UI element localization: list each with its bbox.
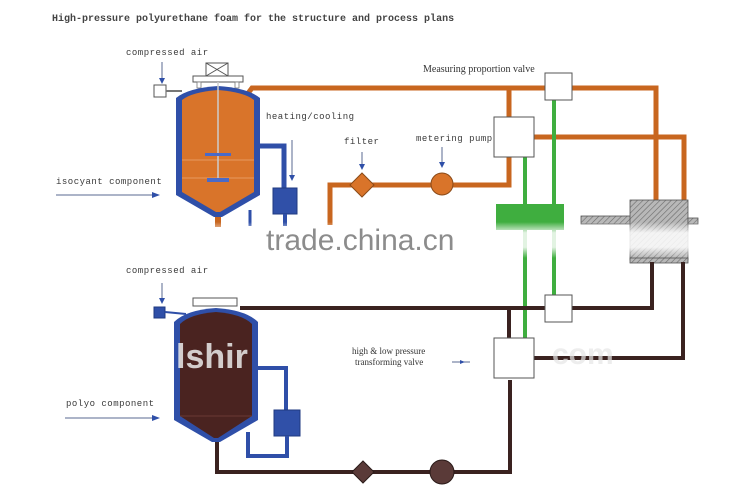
label-compressed-air-bottom: compressed air bbox=[126, 266, 209, 276]
watermark-trade-china: trade.china.cn bbox=[266, 224, 455, 257]
high-low-pressure-valve bbox=[493, 337, 535, 379]
iso-main-line bbox=[244, 85, 659, 230]
tank-lid bbox=[192, 75, 244, 83]
label-hl-valve-line2: transforming valve bbox=[355, 357, 424, 367]
compressed-air-inlet-top bbox=[153, 84, 167, 98]
watermark-band bbox=[200, 222, 710, 258]
agitator-blade-1 bbox=[205, 153, 231, 156]
tank-lid-lower bbox=[192, 297, 238, 307]
iso-tank-assembly bbox=[153, 62, 298, 227]
polyol-tank-body bbox=[180, 312, 252, 438]
polyol-heating-loop bbox=[258, 366, 288, 410]
iso-feed-line bbox=[327, 157, 512, 225]
agitator-blade-2 bbox=[207, 178, 229, 182]
watermark-secondary-left: lshir bbox=[176, 338, 248, 376]
polyol-filter bbox=[351, 460, 375, 484]
heating-cooling-loop bbox=[260, 143, 287, 188]
annotation-arrows bbox=[56, 62, 470, 421]
label-metering-pump: metering pump bbox=[416, 134, 493, 144]
isocyanate-pipes bbox=[244, 85, 687, 230]
polyol-return-line bbox=[534, 262, 685, 360]
watermark-secondary-right: com bbox=[552, 338, 614, 371]
label-compressed-air-top: compressed air bbox=[126, 48, 209, 58]
polyol-heating-unit bbox=[273, 409, 301, 437]
label-heating-cooling: heating/cooling bbox=[266, 112, 355, 122]
label-polyol-component: polyo component bbox=[66, 399, 155, 409]
label-hl-valve-line1: high & low pressure bbox=[352, 346, 426, 356]
compressed-air-inlet-bottom bbox=[153, 306, 166, 319]
label-isocyanate-component: isocyant component bbox=[56, 177, 163, 187]
heating-cooling-unit bbox=[272, 187, 298, 215]
polyol-proportion-valve bbox=[544, 294, 573, 323]
label-filter: filter bbox=[344, 137, 380, 147]
polyol-main-line bbox=[240, 262, 654, 310]
iso-filter bbox=[349, 172, 375, 198]
iso-metering-pump bbox=[430, 172, 454, 196]
iso-metering-block bbox=[493, 116, 535, 158]
measuring-proportion-valve bbox=[544, 72, 573, 101]
polyol-metering-pump bbox=[429, 459, 455, 485]
label-measuring-proportion-valve: Measuring proportion valve bbox=[423, 64, 535, 75]
polyol-tank-assembly bbox=[153, 297, 301, 458]
iso-return-line bbox=[533, 134, 687, 230]
polyol-feed-line bbox=[215, 380, 512, 474]
diagram-title: High-pressure polyurethane foam for the … bbox=[52, 14, 455, 25]
